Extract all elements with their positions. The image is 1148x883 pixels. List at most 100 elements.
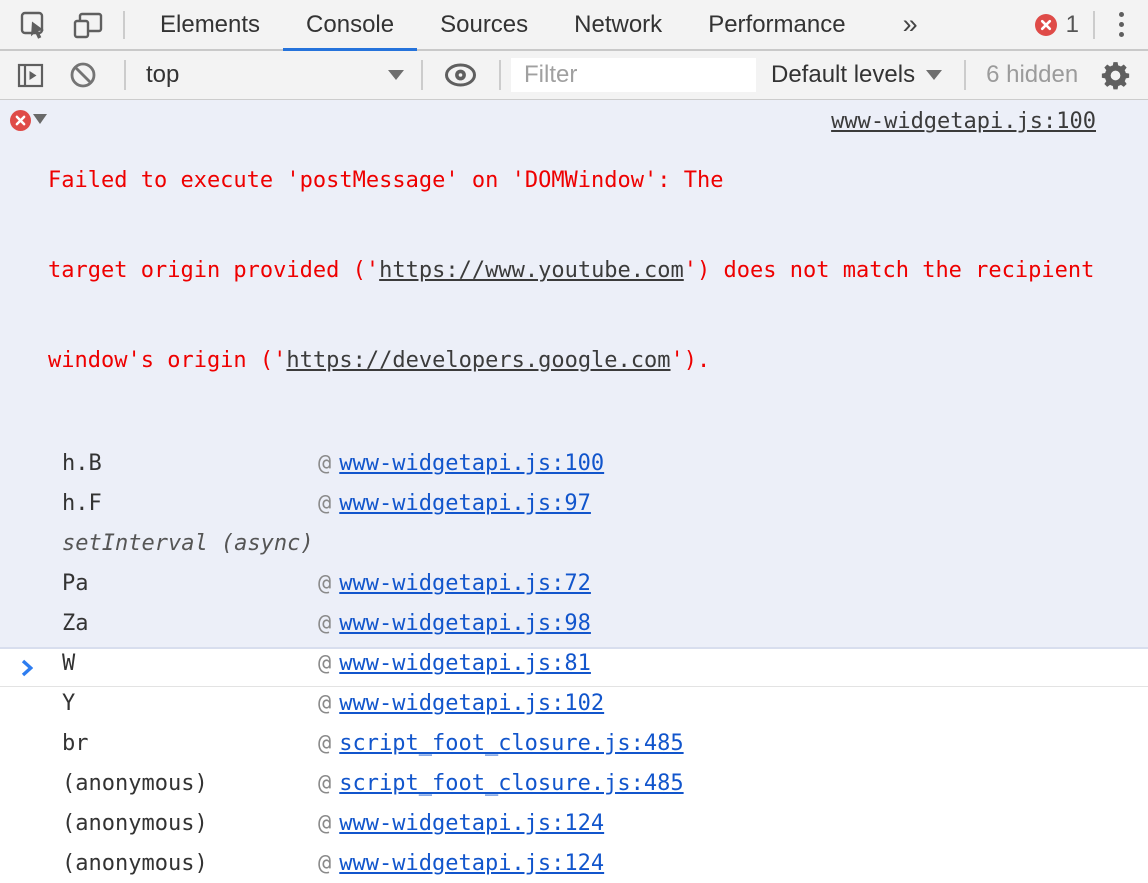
url-link-developers-google[interactable]: https://developers.google.com <box>286 348 671 373</box>
error-text: Failed to execute 'postMessage' on 'DOMW… <box>48 106 1096 436</box>
stack-function-name: h.B <box>62 450 102 476</box>
stack-trace: h.B @ www-widgetapi.js:100 h.F @ www-wid… <box>0 443 1148 883</box>
hidden-messages-count: 6 hidden <box>986 61 1079 88</box>
panel-tab[interactable]: Elements <box>137 0 283 49</box>
at-symbol: @ <box>318 810 332 836</box>
stack-location: @ www-widgetapi.js:102 <box>318 691 604 716</box>
stack-source-link[interactable]: www-widgetapi.js:81 <box>339 650 591 676</box>
error-circle-icon <box>10 110 31 136</box>
at-symbol: @ <box>318 650 332 676</box>
stack-function-name: Za <box>62 610 89 636</box>
error-text-line3: window's origin ('https://developers.goo… <box>48 348 711 373</box>
stack-location: @ script_foot_closure.js:485 <box>318 771 684 796</box>
at-symbol: @ <box>318 770 332 796</box>
collapse-stack-triangle-icon[interactable] <box>33 114 47 124</box>
stack-function-name: setInterval (async) <box>62 530 314 556</box>
stack-frame-row: (anonymous) @ www-widgetapi.js:124 <box>0 843 1148 883</box>
panel-tabs: Elements Console Sources Network Perform… <box>137 0 869 51</box>
panel-tab-label: Performance <box>708 10 846 38</box>
stack-location: @ script_foot_closure.js:485 <box>318 731 684 756</box>
more-tabs-chevron-icon: » <box>902 9 918 39</box>
stack-function-name: Pa <box>62 570 89 596</box>
stack-location: @ www-widgetapi.js:100 <box>318 451 604 476</box>
stack-frame-row: (anonymous) @ www-widgetapi.js:124 <box>0 803 1148 843</box>
console-sidebar-icon[interactable] <box>17 62 44 89</box>
stack-location: @ www-widgetapi.js:124 <box>318 851 604 876</box>
stack-source-link[interactable]: www-widgetapi.js:124 <box>339 850 605 876</box>
stack-source-link[interactable]: script_foot_closure.js:485 <box>339 770 684 796</box>
device-toolbar-icon[interactable] <box>72 11 104 39</box>
stack-source-link[interactable]: www-widgetapi.js:97 <box>339 490 591 516</box>
customize-menu-icon[interactable] <box>1111 6 1132 44</box>
error-text-line1: Failed to execute 'postMessage' on 'DOMW… <box>48 168 724 193</box>
stack-frame-row: W @ www-widgetapi.js:81 <box>0 643 1148 683</box>
console-prompt-chevron-icon <box>21 659 33 676</box>
error-count-badge[interactable]: 1 <box>1034 10 1079 39</box>
error-count-label: 1 <box>1065 10 1079 38</box>
panel-tab-label: Sources <box>440 10 529 38</box>
stack-source-link[interactable]: www-widgetapi.js:72 <box>339 570 591 596</box>
url-link-youtube[interactable]: https://www.youtube.com <box>379 258 684 283</box>
stack-source-link[interactable]: www-widgetapi.js:98 <box>339 610 591 636</box>
stack-source-link[interactable]: script_foot_closure.js:485 <box>339 730 684 756</box>
stack-location: @ www-widgetapi.js:124 <box>318 811 604 836</box>
toolbar-divider <box>124 60 126 90</box>
javascript-context-selector[interactable]: top <box>146 61 404 89</box>
toolbar-divider <box>421 60 423 90</box>
at-symbol: @ <box>318 610 332 636</box>
error-text-line2: target origin provided ('https://www.you… <box>48 258 1095 283</box>
stack-function-name: br <box>62 730 89 756</box>
stack-frame-row: setInterval (async) @ <box>0 523 1148 563</box>
stack-frame-row: Za @ www-widgetapi.js:98 <box>0 603 1148 643</box>
log-levels-label: Default levels <box>771 61 916 88</box>
devtools-tabbar: Elements Console Sources Network Perform… <box>0 0 1148 51</box>
panel-tab[interactable]: Performance <box>685 0 868 49</box>
at-symbol: @ <box>318 730 332 756</box>
error-source-link[interactable]: www-widgetapi.js:100 <box>831 109 1096 134</box>
toolbar-divider <box>499 60 501 90</box>
stack-function-name: (anonymous) <box>62 770 208 796</box>
stack-location: @ www-widgetapi.js:72 <box>318 571 591 596</box>
stack-function-name: (anonymous) <box>62 810 208 836</box>
tabbar-right-group: 1 <box>1034 0 1148 49</box>
log-levels-dropdown[interactable]: Default levels <box>771 61 943 89</box>
context-selected-label: top <box>146 61 180 88</box>
console-prompt[interactable] <box>0 649 1148 687</box>
stack-location: @ www-widgetapi.js:98 <box>318 611 591 636</box>
tabbar-icon-group <box>0 0 125 49</box>
clear-console-icon[interactable] <box>69 61 97 89</box>
stack-frame-row: (anonymous) @ script_foot_closure.js:485 <box>0 763 1148 803</box>
stack-function-name: (anonymous) <box>62 850 208 876</box>
console-toolbar: top Default levels 6 hidden <box>0 51 1148 100</box>
panel-tab[interactable]: Sources <box>417 0 551 49</box>
tabbar-right-divider <box>1093 10 1095 39</box>
stack-location: @ www-widgetapi.js:97 <box>318 491 591 516</box>
stack-location: @ www-widgetapi.js:81 <box>318 651 591 676</box>
tabbar-divider <box>123 10 125 39</box>
stack-frame-row: Pa @ www-widgetapi.js:72 <box>0 563 1148 603</box>
error-circle-icon <box>1034 13 1057 36</box>
live-expression-eye-icon[interactable] <box>444 63 477 87</box>
inspect-element-icon[interactable] <box>20 11 48 39</box>
stack-source-link[interactable]: www-widgetapi.js:100 <box>339 450 605 476</box>
chevron-down-icon <box>926 70 943 80</box>
settings-gear-icon[interactable] <box>1100 60 1131 91</box>
stack-frame-row: h.B @ www-widgetapi.js:100 <box>0 443 1148 483</box>
stack-source-link[interactable]: www-widgetapi.js:102 <box>339 690 605 716</box>
error-header: Failed to execute 'postMessage' on 'DOMW… <box>0 100 1148 436</box>
panel-tab[interactable]: Network <box>551 0 685 49</box>
more-tabs-button[interactable]: » <box>899 0 922 49</box>
chevron-down-icon <box>388 70 404 80</box>
stack-frame-row: Y @ www-widgetapi.js:102 <box>0 683 1148 723</box>
at-symbol: @ <box>318 850 332 876</box>
stack-source-link[interactable]: www-widgetapi.js:124 <box>339 810 605 836</box>
toolbar-divider <box>964 60 967 90</box>
stack-function-name: W <box>62 650 76 676</box>
at-symbol: @ <box>318 570 332 596</box>
panel-tab[interactable]: Console <box>283 0 418 51</box>
stack-function-name: Y <box>62 690 76 716</box>
at-symbol: @ <box>318 490 332 516</box>
panel-tab-label: Elements <box>160 10 261 38</box>
filter-input[interactable] <box>511 58 756 92</box>
stack-function-name: h.F <box>62 490 102 516</box>
